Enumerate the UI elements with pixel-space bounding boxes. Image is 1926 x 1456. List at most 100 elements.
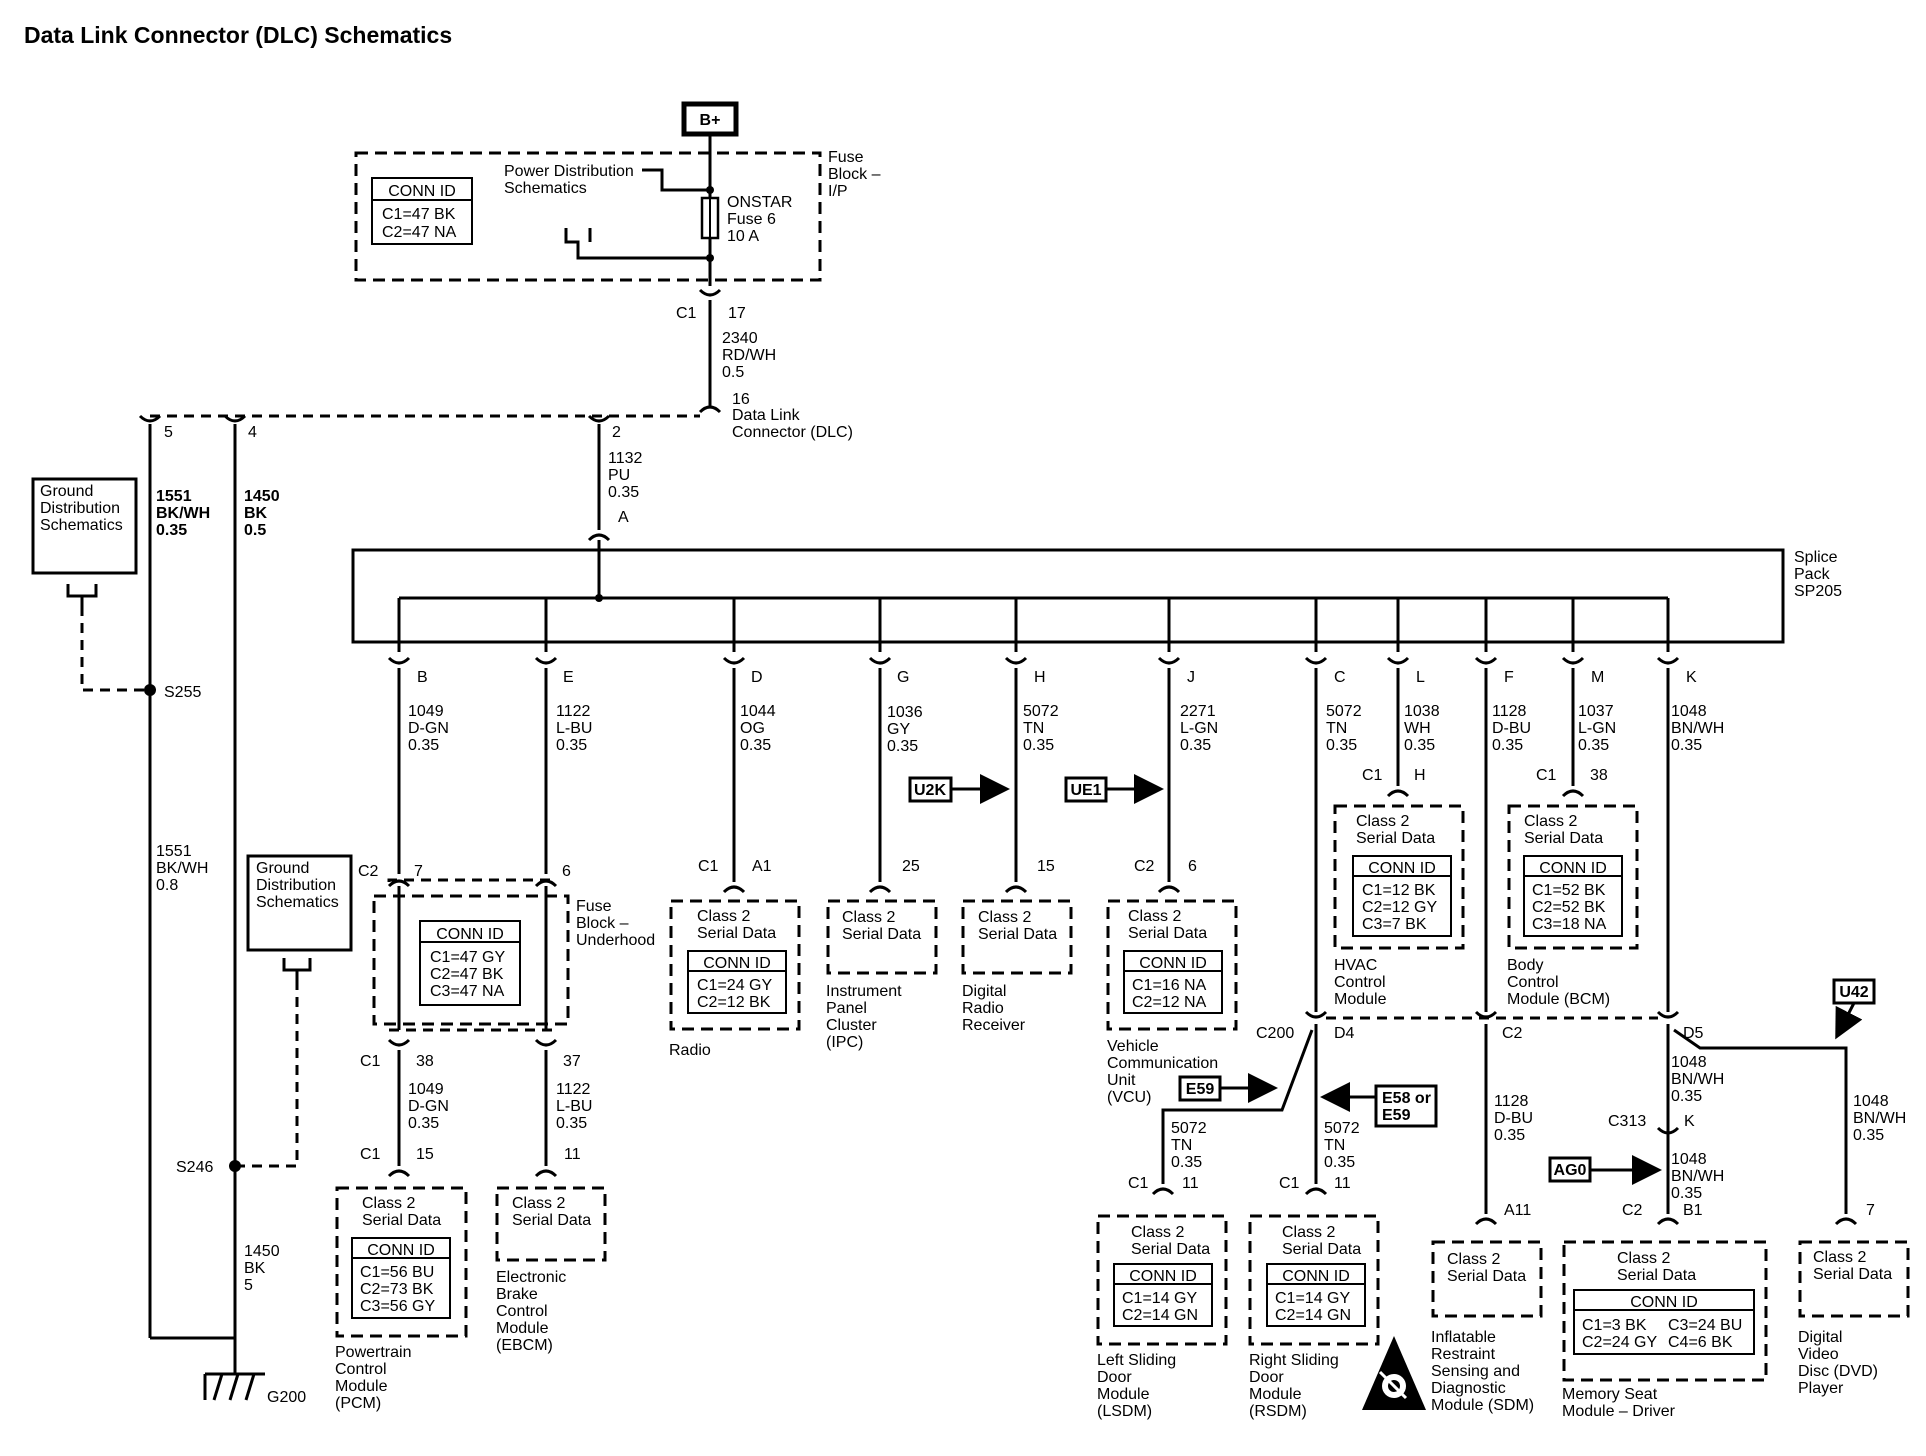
svg-text:D5: D5 (1683, 1025, 1704, 1042)
fuse-block-ip (354, 151, 822, 282)
svg-text:Class 2: Class 2 (1128, 908, 1181, 925)
svg-text:D-BU: D-BU (1494, 1110, 1533, 1127)
svg-text:ONSTAR: ONSTAR (727, 194, 792, 211)
fuse-block-ip-conn-id: CONN ID C1=47 BK C2=47 NA (371, 177, 473, 245)
svg-text:E59: E59 (1382, 1107, 1411, 1124)
svg-text:1037: 1037 (1578, 703, 1614, 720)
svg-text:TN: TN (1023, 720, 1044, 737)
svg-text:1128: 1128 (1494, 1093, 1529, 1110)
svg-text:(IPC): (IPC) (826, 1034, 863, 1051)
svg-text:11: 11 (1334, 1175, 1351, 1192)
option-ag0-tag: AG0 (1548, 1156, 1592, 1183)
battery-power-source: B+ (681, 101, 739, 137)
svg-text:Fuse: Fuse (576, 898, 612, 915)
svg-text:D-BU: D-BU (1492, 720, 1531, 737)
branch-pins (387, 656, 1680, 665)
svg-text:5072: 5072 (1171, 1120, 1207, 1137)
hvac-conn-id: CONN ID C1=12 BK C2=12 GY C3=7 BK (1352, 855, 1452, 937)
svg-text:OG: OG (740, 720, 765, 737)
svg-text:Body: Body (1507, 957, 1543, 974)
svg-text:Class 2: Class 2 (1282, 1224, 1335, 1241)
svg-text:BN/WH: BN/WH (1671, 720, 1724, 737)
svg-text:17: 17 (728, 305, 746, 322)
option-ue1-tag: UE1 (1064, 776, 1108, 803)
svg-text:11: 11 (1182, 1175, 1199, 1192)
svg-text:C1=14 GY: C1=14 GY (1275, 1290, 1350, 1307)
svg-text:C1=24 GY: C1=24 GY (697, 977, 772, 994)
svg-text:U2K: U2K (914, 782, 946, 799)
svg-text:M: M (1591, 669, 1604, 686)
svg-text:0.35: 0.35 (1494, 1127, 1525, 1144)
svg-text:CONN ID: CONN ID (1368, 860, 1436, 877)
svg-text:C1=47 BK: C1=47 BK (382, 206, 456, 223)
svg-text:C2=47 NA: C2=47 NA (382, 224, 457, 241)
svg-text:Ground: Ground (40, 483, 93, 500)
option-u2k-tag: U2K (908, 776, 953, 803)
svg-text:C1: C1 (676, 305, 697, 322)
svg-text:G: G (897, 669, 909, 686)
svg-text:C313: C313 (1608, 1113, 1646, 1130)
svg-text:L-GN: L-GN (1578, 720, 1616, 737)
svg-text:CONN ID: CONN ID (436, 926, 504, 943)
svg-text:16: 16 (732, 391, 750, 408)
svg-text:K: K (1684, 1113, 1695, 1130)
svg-text:38: 38 (416, 1053, 434, 1070)
svg-text:6: 6 (1188, 858, 1197, 875)
svg-text:K: K (1686, 669, 1697, 686)
svg-text:0.35: 0.35 (1404, 737, 1435, 754)
svg-text:A1: A1 (752, 858, 772, 875)
svg-text:SP205: SP205 (1794, 583, 1842, 600)
svg-text:Schematics: Schematics (504, 180, 587, 197)
svg-text:0.35: 0.35 (740, 737, 771, 754)
svg-text:0.35: 0.35 (1671, 1185, 1702, 1202)
svg-text:C1: C1 (1536, 767, 1557, 784)
svg-text:Class 2: Class 2 (1617, 1250, 1670, 1267)
svg-text:Class 2: Class 2 (1447, 1251, 1500, 1268)
vcu-module (1106, 899, 1238, 1031)
svg-text:15: 15 (1037, 858, 1055, 875)
svg-text:Digital: Digital (1798, 1329, 1842, 1346)
svg-text:C2=14 GN: C2=14 GN (1275, 1307, 1351, 1324)
svg-text:C1: C1 (360, 1146, 381, 1163)
svg-text:0.35: 0.35 (156, 522, 187, 539)
option-e59-tag: E59 (1178, 1075, 1222, 1102)
svg-text:C1=16 NA: C1=16 NA (1132, 977, 1207, 994)
vcu-conn-id: CONN ID C1=16 NA C2=12 NA (1123, 950, 1223, 1014)
svg-text:0.35: 0.35 (1171, 1154, 1202, 1171)
svg-text:0.35: 0.35 (408, 1115, 439, 1132)
svg-text:AG0: AG0 (1554, 1162, 1587, 1179)
ground-symbol-icon (203, 1372, 265, 1401)
svg-text:Radio: Radio (669, 1042, 711, 1059)
svg-text:Disc (DVD): Disc (DVD) (1798, 1363, 1878, 1380)
svg-text:1044: 1044 (740, 703, 776, 720)
svg-text:Serial Data: Serial Data (362, 1212, 441, 1229)
svg-text:C1: C1 (1362, 767, 1383, 784)
svg-text:F: F (1504, 669, 1514, 686)
svg-text:Serial Data: Serial Data (1128, 925, 1207, 942)
svg-text:Video: Video (1798, 1346, 1839, 1363)
svg-text:C2=12 NA: C2=12 NA (1132, 994, 1207, 1011)
onstar-fuse (700, 196, 720, 240)
svg-text:7: 7 (1866, 1202, 1875, 1219)
svg-text:C2=52 BK: C2=52 BK (1532, 899, 1606, 916)
svg-text:Right Sliding: Right Sliding (1249, 1352, 1339, 1369)
svg-text:5: 5 (244, 1277, 253, 1294)
svg-text:J: J (1187, 669, 1195, 686)
svg-text:Distribution: Distribution (40, 500, 120, 517)
svg-text:(VCU): (VCU) (1107, 1089, 1151, 1106)
svg-text:Panel: Panel (826, 1000, 867, 1017)
svg-text:BK/WH: BK/WH (156, 860, 208, 877)
svg-text:Module (SDM): Module (SDM) (1431, 1397, 1534, 1414)
svg-text:1128: 1128 (1492, 703, 1527, 720)
svg-text:C3=24 BU: C3=24 BU (1668, 1317, 1742, 1334)
svg-text:Digital: Digital (962, 983, 1006, 1000)
svg-text:C1: C1 (1128, 1175, 1149, 1192)
svg-text:C3=18 NA: C3=18 NA (1532, 916, 1607, 933)
svg-text:Communication: Communication (1107, 1055, 1218, 1072)
svg-text:Left Sliding: Left Sliding (1097, 1352, 1176, 1369)
svg-text:C1=52 BK: C1=52 BK (1532, 882, 1606, 899)
svg-text:Class 2: Class 2 (697, 908, 750, 925)
svg-text:1048: 1048 (1853, 1093, 1889, 1110)
svg-text:1049: 1049 (408, 703, 444, 720)
svg-text:38: 38 (1590, 767, 1608, 784)
